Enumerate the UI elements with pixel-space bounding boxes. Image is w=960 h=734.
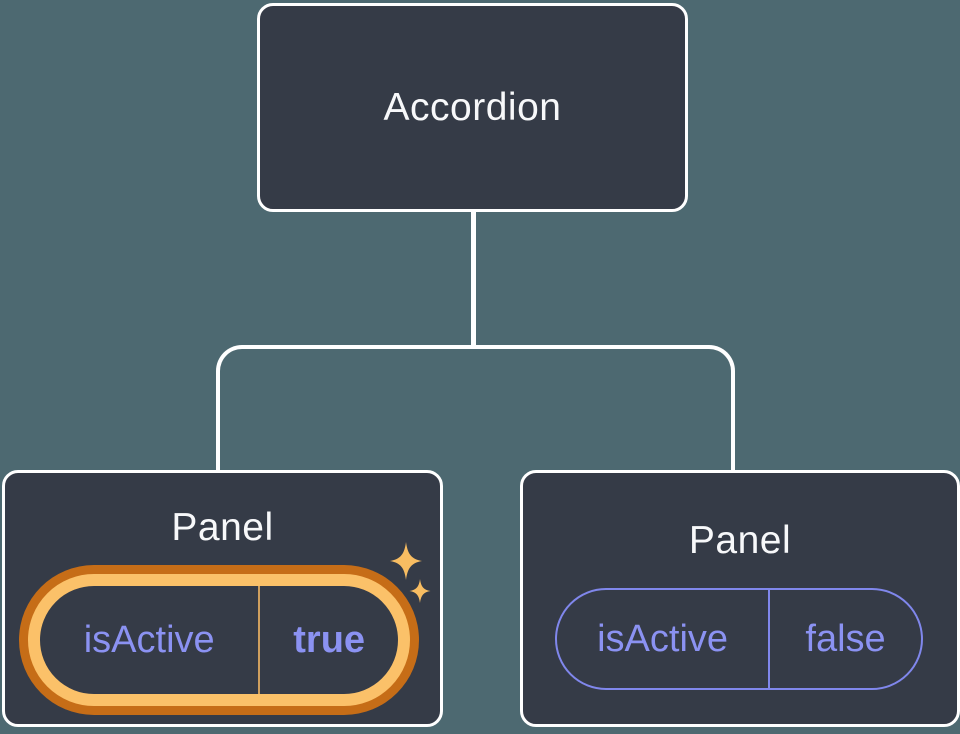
prop-value-label: false xyxy=(805,617,886,660)
root-node-label: Accordion xyxy=(383,85,562,129)
sparkles-icon xyxy=(390,542,431,603)
prop-name-label: isActive xyxy=(83,618,215,661)
root-node-accordion: Accordion xyxy=(257,3,688,212)
panel-title: Panel xyxy=(171,506,274,549)
panel-node-active: Panel isActive true xyxy=(2,470,443,727)
prop-pill-inactive: isActive false xyxy=(555,588,923,690)
prop-name-label: isActive xyxy=(597,617,729,660)
pill-divider xyxy=(768,590,771,688)
pill-divider xyxy=(258,586,261,694)
panel-title: Panel xyxy=(688,519,792,562)
prop-pill-active: isActive true xyxy=(28,574,410,706)
panel-node-inactive: Panel isActive false xyxy=(520,470,960,727)
prop-value-label: true xyxy=(293,618,366,661)
tree-connector-bracket xyxy=(216,345,735,470)
tree-connector-stem xyxy=(471,211,476,347)
